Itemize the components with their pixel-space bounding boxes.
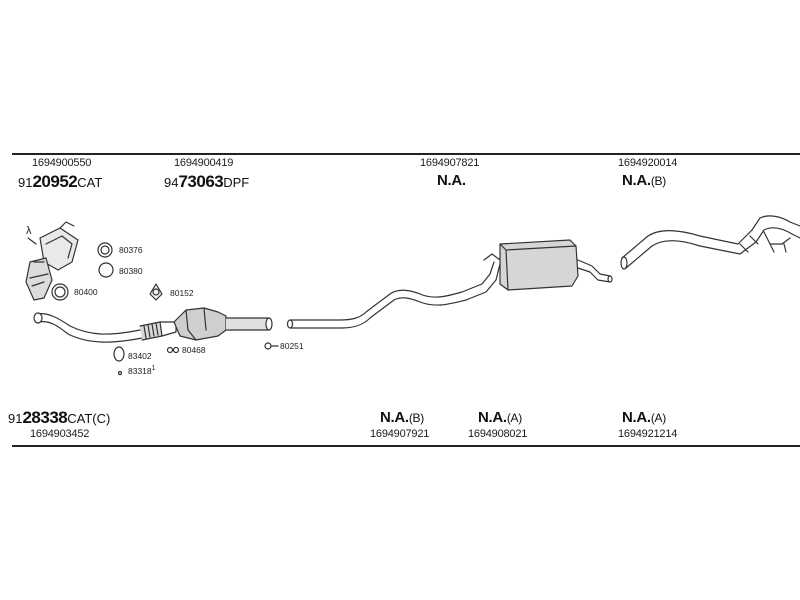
bottom-part-number-4: 1694921214 [618,428,678,440]
bottom-part-number-2: 1694907921 [370,428,430,440]
top-code-3: N.A. [437,172,466,189]
top-code-1: 9120952CAT [18,172,103,191]
bottom-divider-line [12,445,800,447]
part-label-80251: 80251 [280,341,304,351]
bottom-part-number-1: 1694903452 [30,428,90,440]
part-label-80400: 80400 [74,287,98,297]
part-label-80152: 80152 [170,288,194,298]
intermediate-pipe-drawing [286,253,501,329]
bottom-code-1: 9128338CAT(C) [8,408,111,427]
rear-pipe-drawing [620,215,800,270]
top-divider-line [12,153,800,155]
bottom-code-4: N.A.(A) [622,409,666,426]
part-label-80376: 80376 [119,245,143,255]
part-label-80380: 80380 [119,266,143,276]
top-part-number-3: 1694907821 [420,157,480,169]
top-code-4: N.A.(B) [622,172,666,189]
bottom-code-2: N.A.(B) [380,409,424,426]
top-part-number-4: 1694920014 [618,157,678,169]
part-label-83318: 833181 [128,365,156,376]
front-pipe-drawing [33,312,177,343]
part-label-83402: 83402 [128,351,152,361]
top-code-2: 9473063DPF [164,172,250,191]
part-label-80468: 80468 [182,345,206,355]
lambda-sensor-symbol: λ [26,225,32,237]
center-silencer-drawing [499,239,613,291]
top-part-number-1: 1694900550 [32,157,92,169]
catalytic-converter-drawing [25,221,79,301]
bottom-part-number-3: 1694908021 [468,428,528,440]
gasket-rings-drawing [51,242,279,376]
top-part-number-2: 1694900419 [174,157,234,169]
bottom-code-3: N.A.(A) [478,409,522,426]
dpf-drawing [173,307,273,341]
